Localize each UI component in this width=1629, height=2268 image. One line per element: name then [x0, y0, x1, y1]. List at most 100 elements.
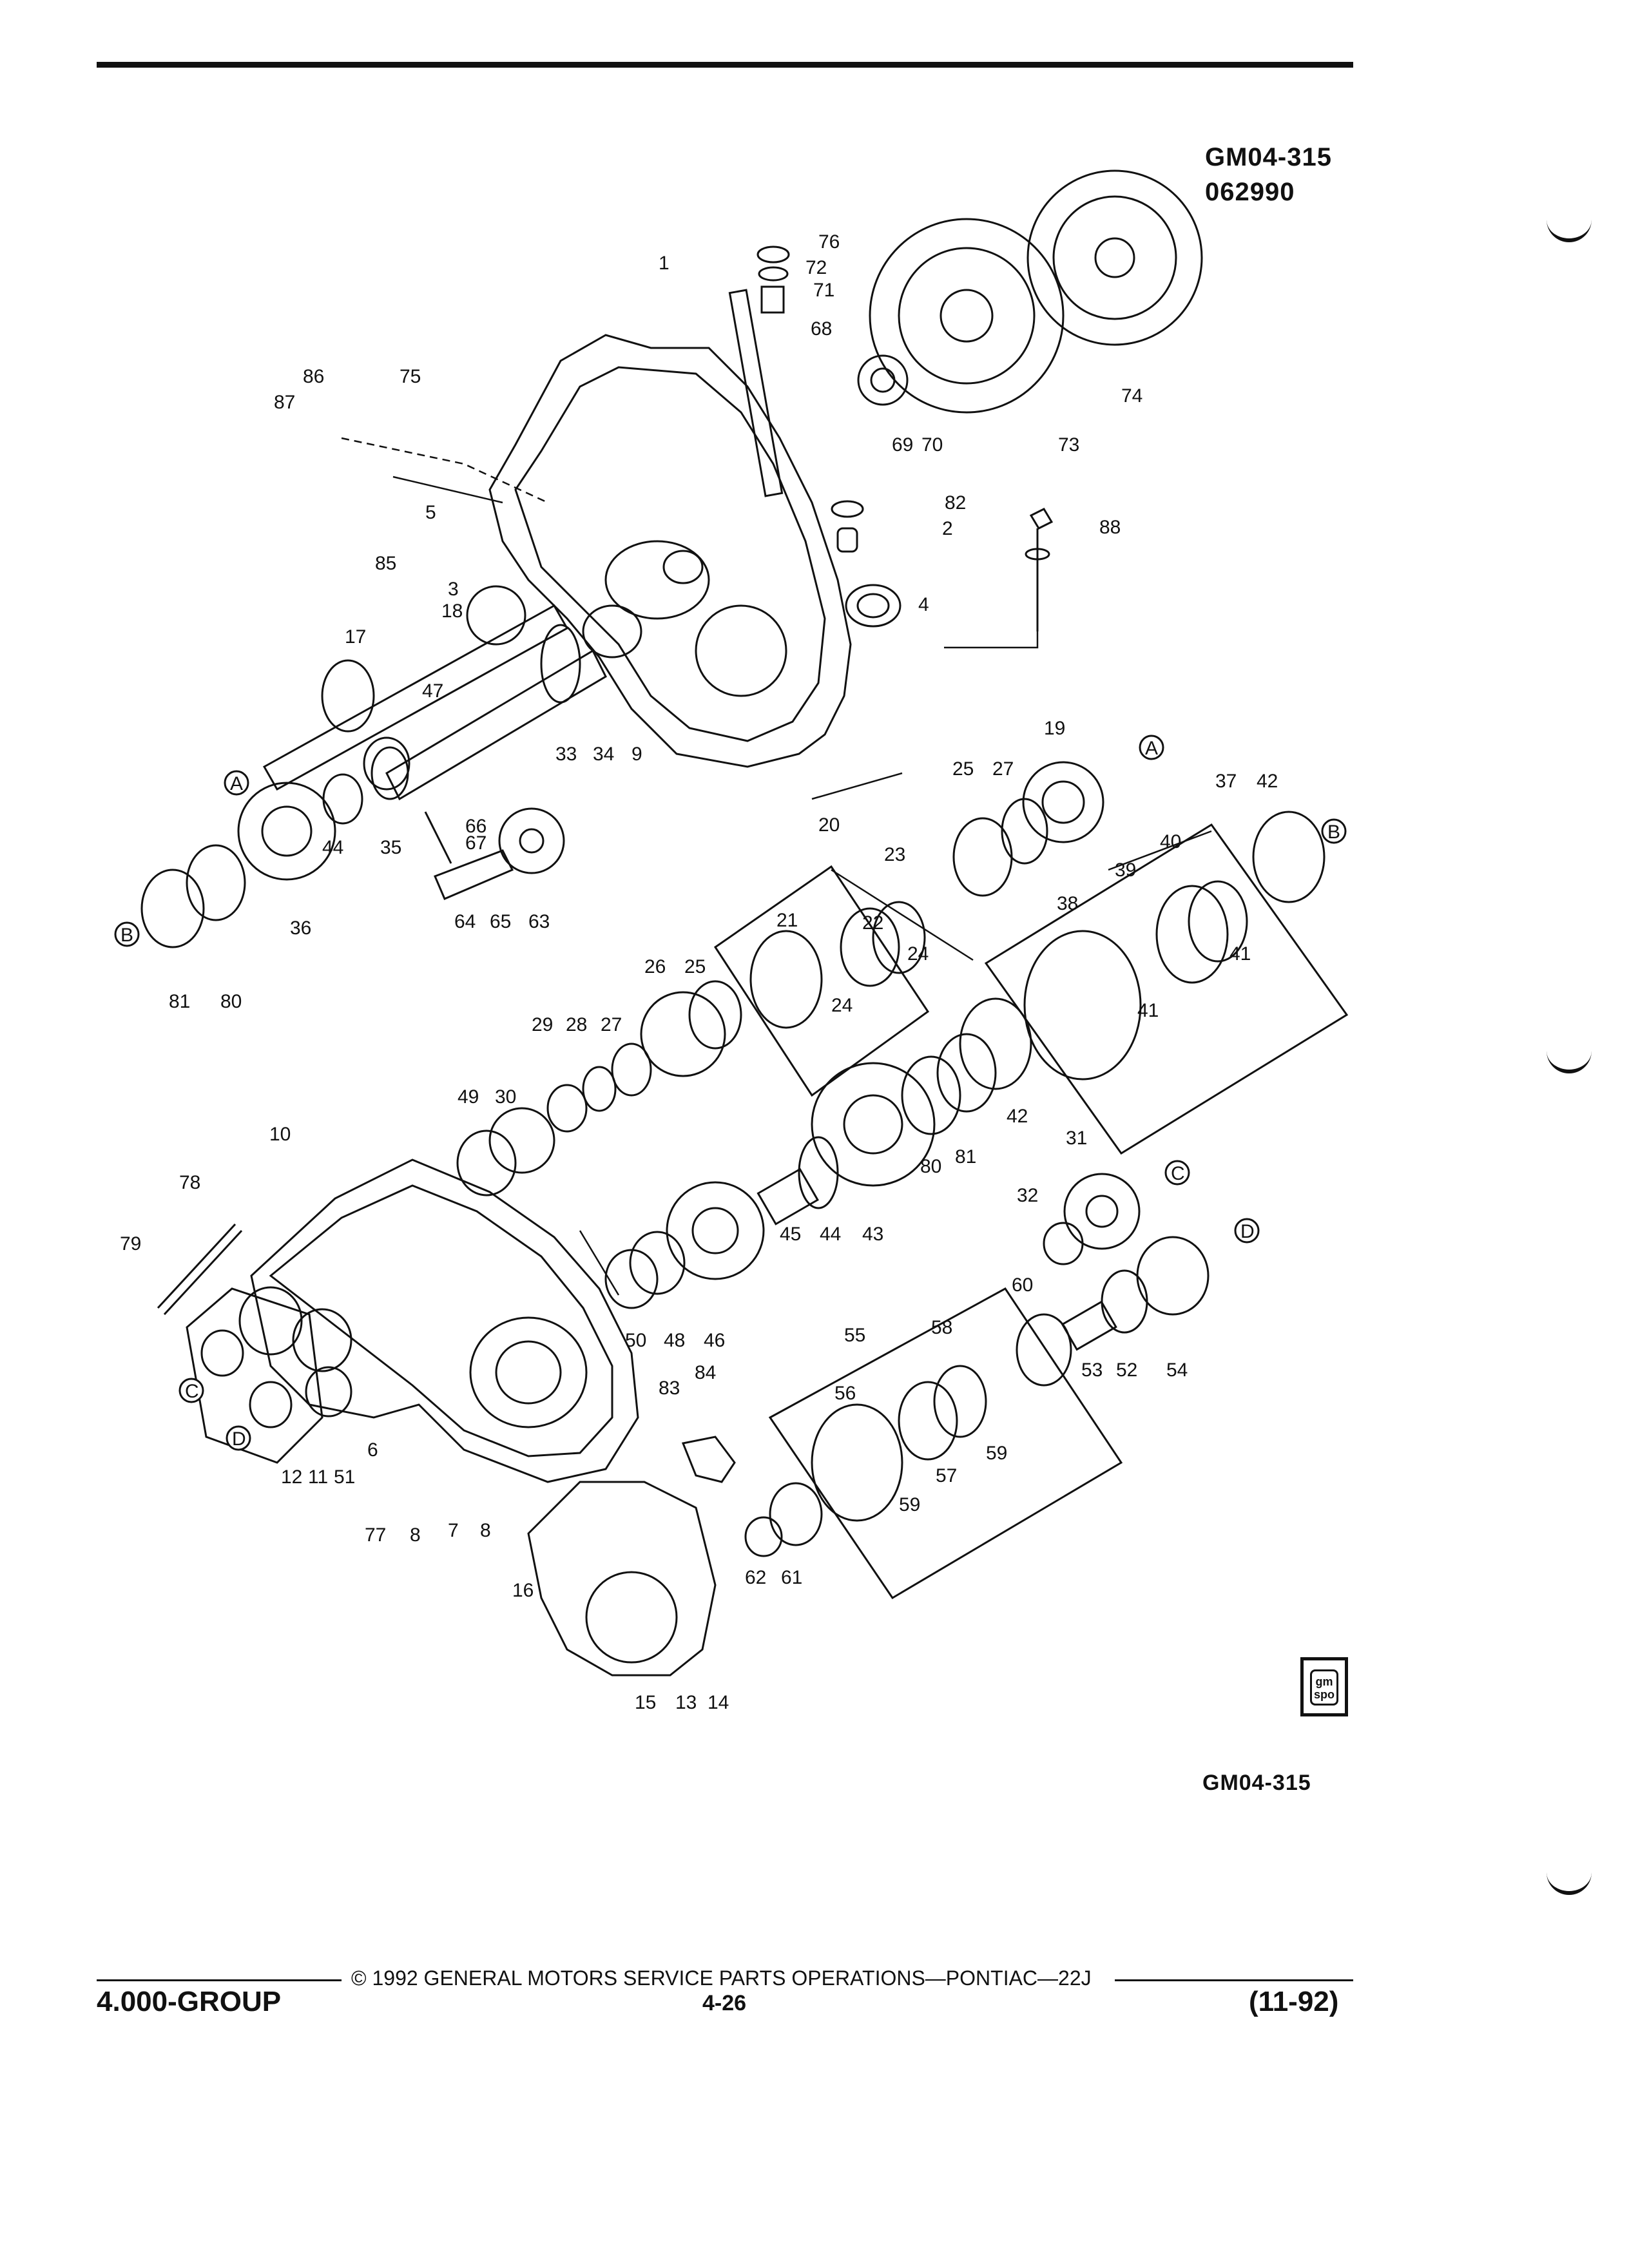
- callout-9: 9: [631, 744, 642, 765]
- ref-b-left: B: [120, 925, 133, 946]
- callout-31: 31: [1066, 1128, 1087, 1149]
- callout-42-upper: 42: [1257, 771, 1278, 792]
- ref-c-left: C: [185, 1381, 199, 1402]
- reverse-idler: [424, 807, 565, 900]
- callout-27-upper: 27: [992, 758, 1014, 780]
- callout-19: 19: [1044, 718, 1065, 739]
- margin-mark: [1547, 219, 1592, 242]
- callout-50: 50: [625, 1330, 646, 1351]
- callout-3: 3: [448, 579, 459, 600]
- callout-1: 1: [659, 253, 670, 274]
- callout-75: 75: [400, 366, 421, 387]
- leader-lines: [341, 437, 1212, 1296]
- ref-a-right: A: [1145, 738, 1158, 759]
- callout-55: 55: [844, 1325, 865, 1346]
- callout-27-middle: 27: [601, 1014, 622, 1035]
- footer-copyright: © 1992 GENERAL MOTORS SERVICE PARTS OPER…: [351, 1966, 1092, 1990]
- callout-79: 79: [120, 1233, 141, 1254]
- callout-77: 77: [365, 1524, 386, 1546]
- ref-c-right: C: [1171, 1163, 1185, 1184]
- callout-56: 56: [834, 1383, 856, 1404]
- callout-33: 33: [555, 744, 577, 765]
- callout-85: 85: [375, 553, 396, 574]
- callout-57: 57: [936, 1465, 957, 1486]
- callout-80-lower: 80: [920, 1156, 941, 1177]
- callout-49: 49: [458, 1086, 479, 1108]
- callout-44-upper: 44: [322, 837, 343, 858]
- callout-6: 6: [367, 1439, 378, 1461]
- callout-24-right: 24: [907, 943, 929, 965]
- callout-52: 52: [1116, 1360, 1137, 1381]
- ref-d-left: D: [232, 1428, 246, 1450]
- callout-68: 68: [811, 318, 832, 340]
- callout-41-bottom: 41: [1137, 1000, 1159, 1021]
- callout-41-right: 41: [1229, 943, 1251, 965]
- callout-2: 2: [942, 518, 953, 539]
- ref-d-right: D: [1240, 1221, 1255, 1242]
- callout-32: 32: [1017, 1185, 1038, 1206]
- callout-24-bottom: 24: [831, 995, 853, 1016]
- callout-45: 45: [780, 1224, 801, 1245]
- callout-37: 37: [1215, 771, 1237, 792]
- callout-63: 63: [528, 911, 550, 932]
- clutch-assembly: [857, 169, 1203, 414]
- callout-labels: 1 76 72 71 68 86 87 75 85 5 69 70 73 74 …: [120, 231, 1278, 1713]
- callout-74: 74: [1121, 385, 1142, 407]
- callout-26: 26: [644, 956, 666, 977]
- callout-69: 69: [892, 434, 913, 456]
- shift-shaft: [728, 245, 864, 553]
- transaxle-case: [488, 334, 852, 768]
- callout-59-bottom: 59: [899, 1494, 920, 1515]
- callout-14: 14: [708, 1692, 729, 1713]
- footer-rule-left: [97, 1979, 342, 1981]
- callout-71: 71: [813, 280, 834, 301]
- figure-code-bottom: GM04-315: [1202, 1771, 1311, 1795]
- callout-29: 29: [532, 1014, 553, 1035]
- callout-28: 28: [566, 1014, 587, 1035]
- callout-25-upper: 25: [952, 758, 974, 780]
- callout-38: 38: [1057, 893, 1078, 914]
- callout-4: 4: [918, 594, 929, 615]
- callout-78: 78: [179, 1172, 200, 1193]
- synchro-box-20: [713, 865, 930, 1097]
- transmission-case: [238, 1158, 639, 1483]
- callout-88: 88: [1099, 517, 1121, 538]
- callout-40: 40: [1160, 831, 1181, 852]
- callout-61: 61: [781, 1567, 802, 1588]
- margin-mark: [1547, 1872, 1592, 1895]
- callout-20: 20: [818, 814, 840, 836]
- callout-62: 62: [745, 1567, 766, 1588]
- callout-65: 65: [490, 911, 511, 932]
- upper-right-gears: [952, 761, 1325, 903]
- callout-30: 30: [495, 1086, 516, 1108]
- callout-42-lower: 42: [1007, 1106, 1028, 1127]
- callout-60: 60: [1012, 1274, 1033, 1296]
- callout-44-lower: 44: [820, 1224, 841, 1245]
- callout-70: 70: [921, 434, 943, 456]
- callout-21: 21: [776, 910, 798, 931]
- callout-22: 22: [862, 912, 883, 934]
- callout-76: 76: [818, 231, 840, 253]
- callout-46: 46: [704, 1330, 725, 1351]
- callout-86: 86: [303, 366, 324, 387]
- callout-82: 82: [945, 492, 966, 514]
- breather-78: [157, 1223, 236, 1309]
- callout-83: 83: [659, 1378, 680, 1399]
- callout-34: 34: [593, 744, 614, 765]
- callout-39: 39: [1115, 860, 1136, 881]
- footer-page-number: 4-26: [702, 1991, 747, 2015]
- callout-5: 5: [425, 502, 436, 523]
- callout-15: 15: [635, 1692, 656, 1713]
- callout-73: 73: [1058, 434, 1079, 456]
- nut-and-washer: [744, 1482, 823, 1557]
- callout-25-middle: 25: [684, 956, 706, 977]
- callout-8-left: 8: [410, 1524, 421, 1546]
- synchro-37-parts: [1023, 880, 1248, 1081]
- synchro-box-55: [768, 1287, 1123, 1600]
- ref-b-right: B: [1327, 822, 1340, 843]
- callout-18: 18: [441, 601, 463, 622]
- shift-arm-83: [681, 1436, 736, 1483]
- callout-64: 64: [454, 911, 476, 932]
- countershaft-end-gears: [1016, 1173, 1210, 1387]
